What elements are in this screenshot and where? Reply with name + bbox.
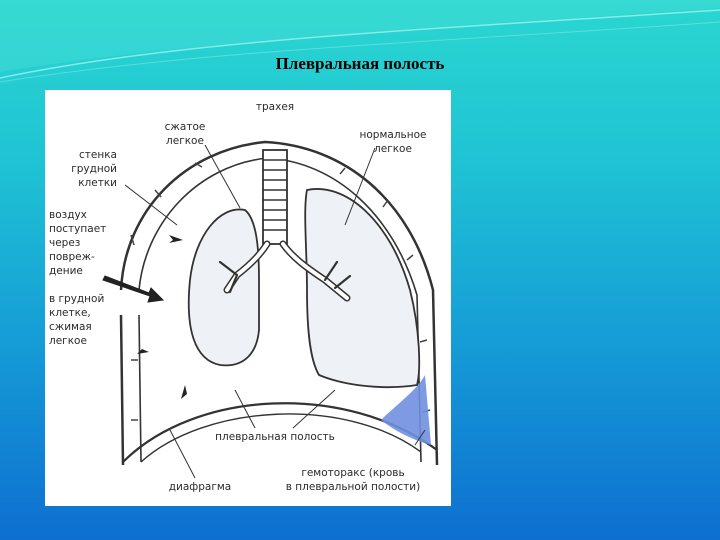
label-normal-lung-2: легкое	[374, 143, 412, 155]
label-air-entry-4: повреж-	[49, 251, 95, 263]
label-air-entry-2: поступает	[49, 223, 106, 235]
label-air-entry-3: через	[49, 237, 80, 249]
pleural-pointers	[169, 389, 426, 479]
decorative-swoosh	[0, 0, 720, 83]
trachea	[218, 149, 352, 302]
pleural-diagram: трахея сжатое легкое нормальное легкое с…	[49, 101, 439, 493]
compressed-lung	[187, 208, 260, 367]
label-diaphragm: диафрагма	[169, 481, 231, 493]
pleural-cavity-figure: трахея сжатое легкое нормальное легкое с…	[45, 90, 451, 506]
label-hemothorax-2: в плевральной полости)	[286, 481, 420, 493]
normal-lung	[304, 188, 421, 389]
label-chest-wall-3: клетки	[78, 177, 117, 189]
label-hemothorax-1: гемоторакс (кровь	[301, 467, 404, 479]
label-compressed-lung-1: сжатое	[165, 121, 206, 133]
label-air-entry-9: легкое	[49, 335, 87, 347]
label-air-entry-5: дение	[49, 265, 83, 277]
label-air-entry-7: клетке,	[49, 307, 91, 319]
hemothorax-blood	[381, 375, 431, 445]
label-normal-lung-1: нормальное	[360, 129, 427, 141]
label-air-entry-1: воздух	[49, 209, 87, 221]
label-compressed-lung-2: легкое	[166, 135, 204, 147]
label-air-entry-6: в грудной	[49, 293, 104, 305]
label-air-entry-8: сжимая	[49, 321, 92, 333]
air-entry-arrow	[102, 275, 165, 303]
label-chest-wall-1: стенка	[79, 149, 117, 161]
label-chest-wall-2: грудной	[71, 163, 117, 175]
label-trachea: трахея	[256, 101, 294, 113]
chest-wall	[119, 140, 439, 466]
label-pleural-cavity: плевральная полость	[215, 431, 335, 443]
slide-title: Плевральная полость	[275, 54, 445, 73]
